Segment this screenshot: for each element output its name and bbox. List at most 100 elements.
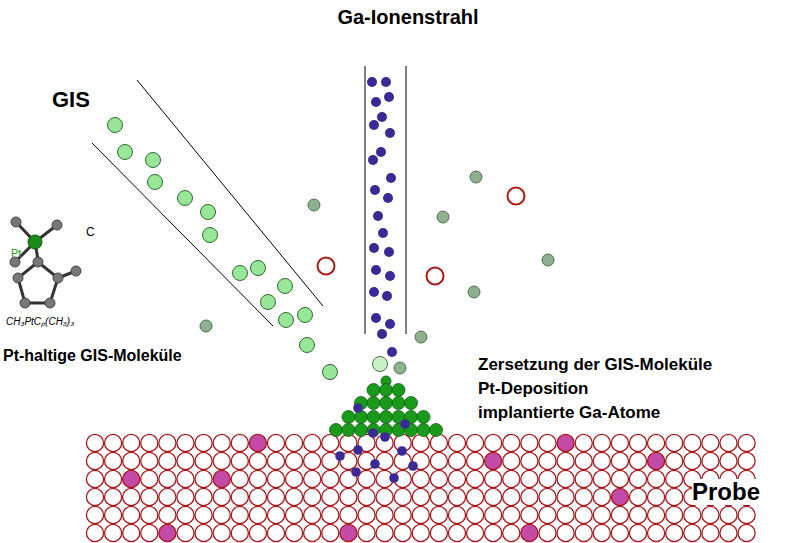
sample-atom xyxy=(738,524,755,541)
pt-atom xyxy=(392,384,405,397)
sample-atom xyxy=(195,470,212,487)
sample-atom xyxy=(503,452,520,469)
sample-atom xyxy=(105,524,122,541)
sample-atom xyxy=(720,434,737,451)
gis-molecule xyxy=(251,261,266,276)
molecule-sketch xyxy=(10,217,81,308)
sample-atom xyxy=(557,488,574,505)
sputtered-atom xyxy=(508,188,525,205)
sample-atom xyxy=(430,506,447,523)
sample-atom xyxy=(648,470,665,487)
ga-ion xyxy=(367,77,377,87)
sample-atom xyxy=(539,506,556,523)
sample-atom xyxy=(448,506,465,523)
process-label: Zersetzung der GIS-Moleküle xyxy=(478,356,712,375)
sample-atom xyxy=(666,506,683,523)
sample-atom xyxy=(86,506,103,523)
fragment xyxy=(437,211,449,223)
sample-atom xyxy=(286,524,303,541)
sample-atom xyxy=(575,524,592,541)
sample-atom xyxy=(575,434,592,451)
sample-atom xyxy=(177,434,194,451)
ga-ion xyxy=(381,77,391,87)
implanted-ion xyxy=(335,451,345,461)
sample-atom xyxy=(485,488,502,505)
gis-molecule xyxy=(278,279,293,294)
sample-atom xyxy=(267,434,284,451)
pt-atom xyxy=(405,397,418,410)
ga-ion xyxy=(376,147,386,157)
sample-atom xyxy=(286,488,303,505)
sample-atom xyxy=(521,434,538,451)
sample-atom xyxy=(593,506,610,523)
sample-atom xyxy=(195,452,212,469)
sample-atom xyxy=(159,488,176,505)
sample-atom xyxy=(412,434,429,451)
sample-atom xyxy=(467,452,484,469)
sample-atom xyxy=(177,470,194,487)
sample-atom xyxy=(684,506,701,523)
sample-atom xyxy=(702,434,719,451)
sample-atom xyxy=(467,488,484,505)
sample-atom xyxy=(286,470,303,487)
sample-atom xyxy=(304,488,321,505)
sample-atom xyxy=(105,470,122,487)
sample-atom xyxy=(485,434,502,451)
sample-atom xyxy=(141,452,158,469)
sample-atom xyxy=(430,524,447,541)
gis-molecule xyxy=(300,338,315,353)
sample-atom xyxy=(213,434,230,451)
sample-atom xyxy=(539,452,556,469)
gis-molecule xyxy=(108,118,123,133)
sample-atom xyxy=(231,452,248,469)
sample-atom xyxy=(485,470,502,487)
ga-ions xyxy=(367,77,397,357)
ga-ion xyxy=(385,319,395,329)
sample-atom xyxy=(358,488,375,505)
sample-atom xyxy=(394,524,411,541)
sample-atom xyxy=(666,488,683,505)
sample-atom xyxy=(702,524,719,541)
pt-atom xyxy=(367,384,380,397)
ga-ion xyxy=(385,128,395,138)
sample-atom xyxy=(141,488,158,505)
sample-atom xyxy=(503,434,520,451)
sample-atom xyxy=(666,434,683,451)
decomposing-molecule xyxy=(373,357,388,372)
sample-atom xyxy=(231,524,248,541)
implanted-ga xyxy=(335,403,418,483)
gis-molecule xyxy=(323,365,338,380)
sample-atom xyxy=(213,470,230,487)
sample-atom xyxy=(105,434,122,451)
ga-ion xyxy=(382,291,392,301)
sample-atom xyxy=(412,524,429,541)
sample-atom xyxy=(521,452,538,469)
fragment xyxy=(470,171,482,183)
sample-atom xyxy=(267,524,284,541)
ga-ion xyxy=(384,247,394,257)
sample-atom xyxy=(611,506,628,523)
ga-ion xyxy=(378,228,388,238)
sample-atom xyxy=(105,452,122,469)
sample-atom xyxy=(86,488,103,505)
sample-atom xyxy=(720,506,737,523)
fragment xyxy=(468,286,480,298)
sample-atom xyxy=(249,506,266,523)
ga-ion xyxy=(377,112,387,122)
sample-atom xyxy=(141,434,158,451)
sample-atom xyxy=(159,434,176,451)
sample-atom xyxy=(249,434,266,451)
sample-atom xyxy=(521,488,538,505)
fragment xyxy=(308,199,320,211)
sample-atom xyxy=(123,524,140,541)
sample-atom xyxy=(141,470,158,487)
sample-atom xyxy=(684,524,701,541)
sample-atom xyxy=(123,506,140,523)
ga-ion xyxy=(370,185,380,195)
sample-atom xyxy=(666,452,683,469)
sample-atom xyxy=(684,434,701,451)
sample-atom xyxy=(231,506,248,523)
sample-atom xyxy=(503,470,520,487)
gis-molecule xyxy=(233,266,248,281)
ga-ion xyxy=(371,313,381,323)
